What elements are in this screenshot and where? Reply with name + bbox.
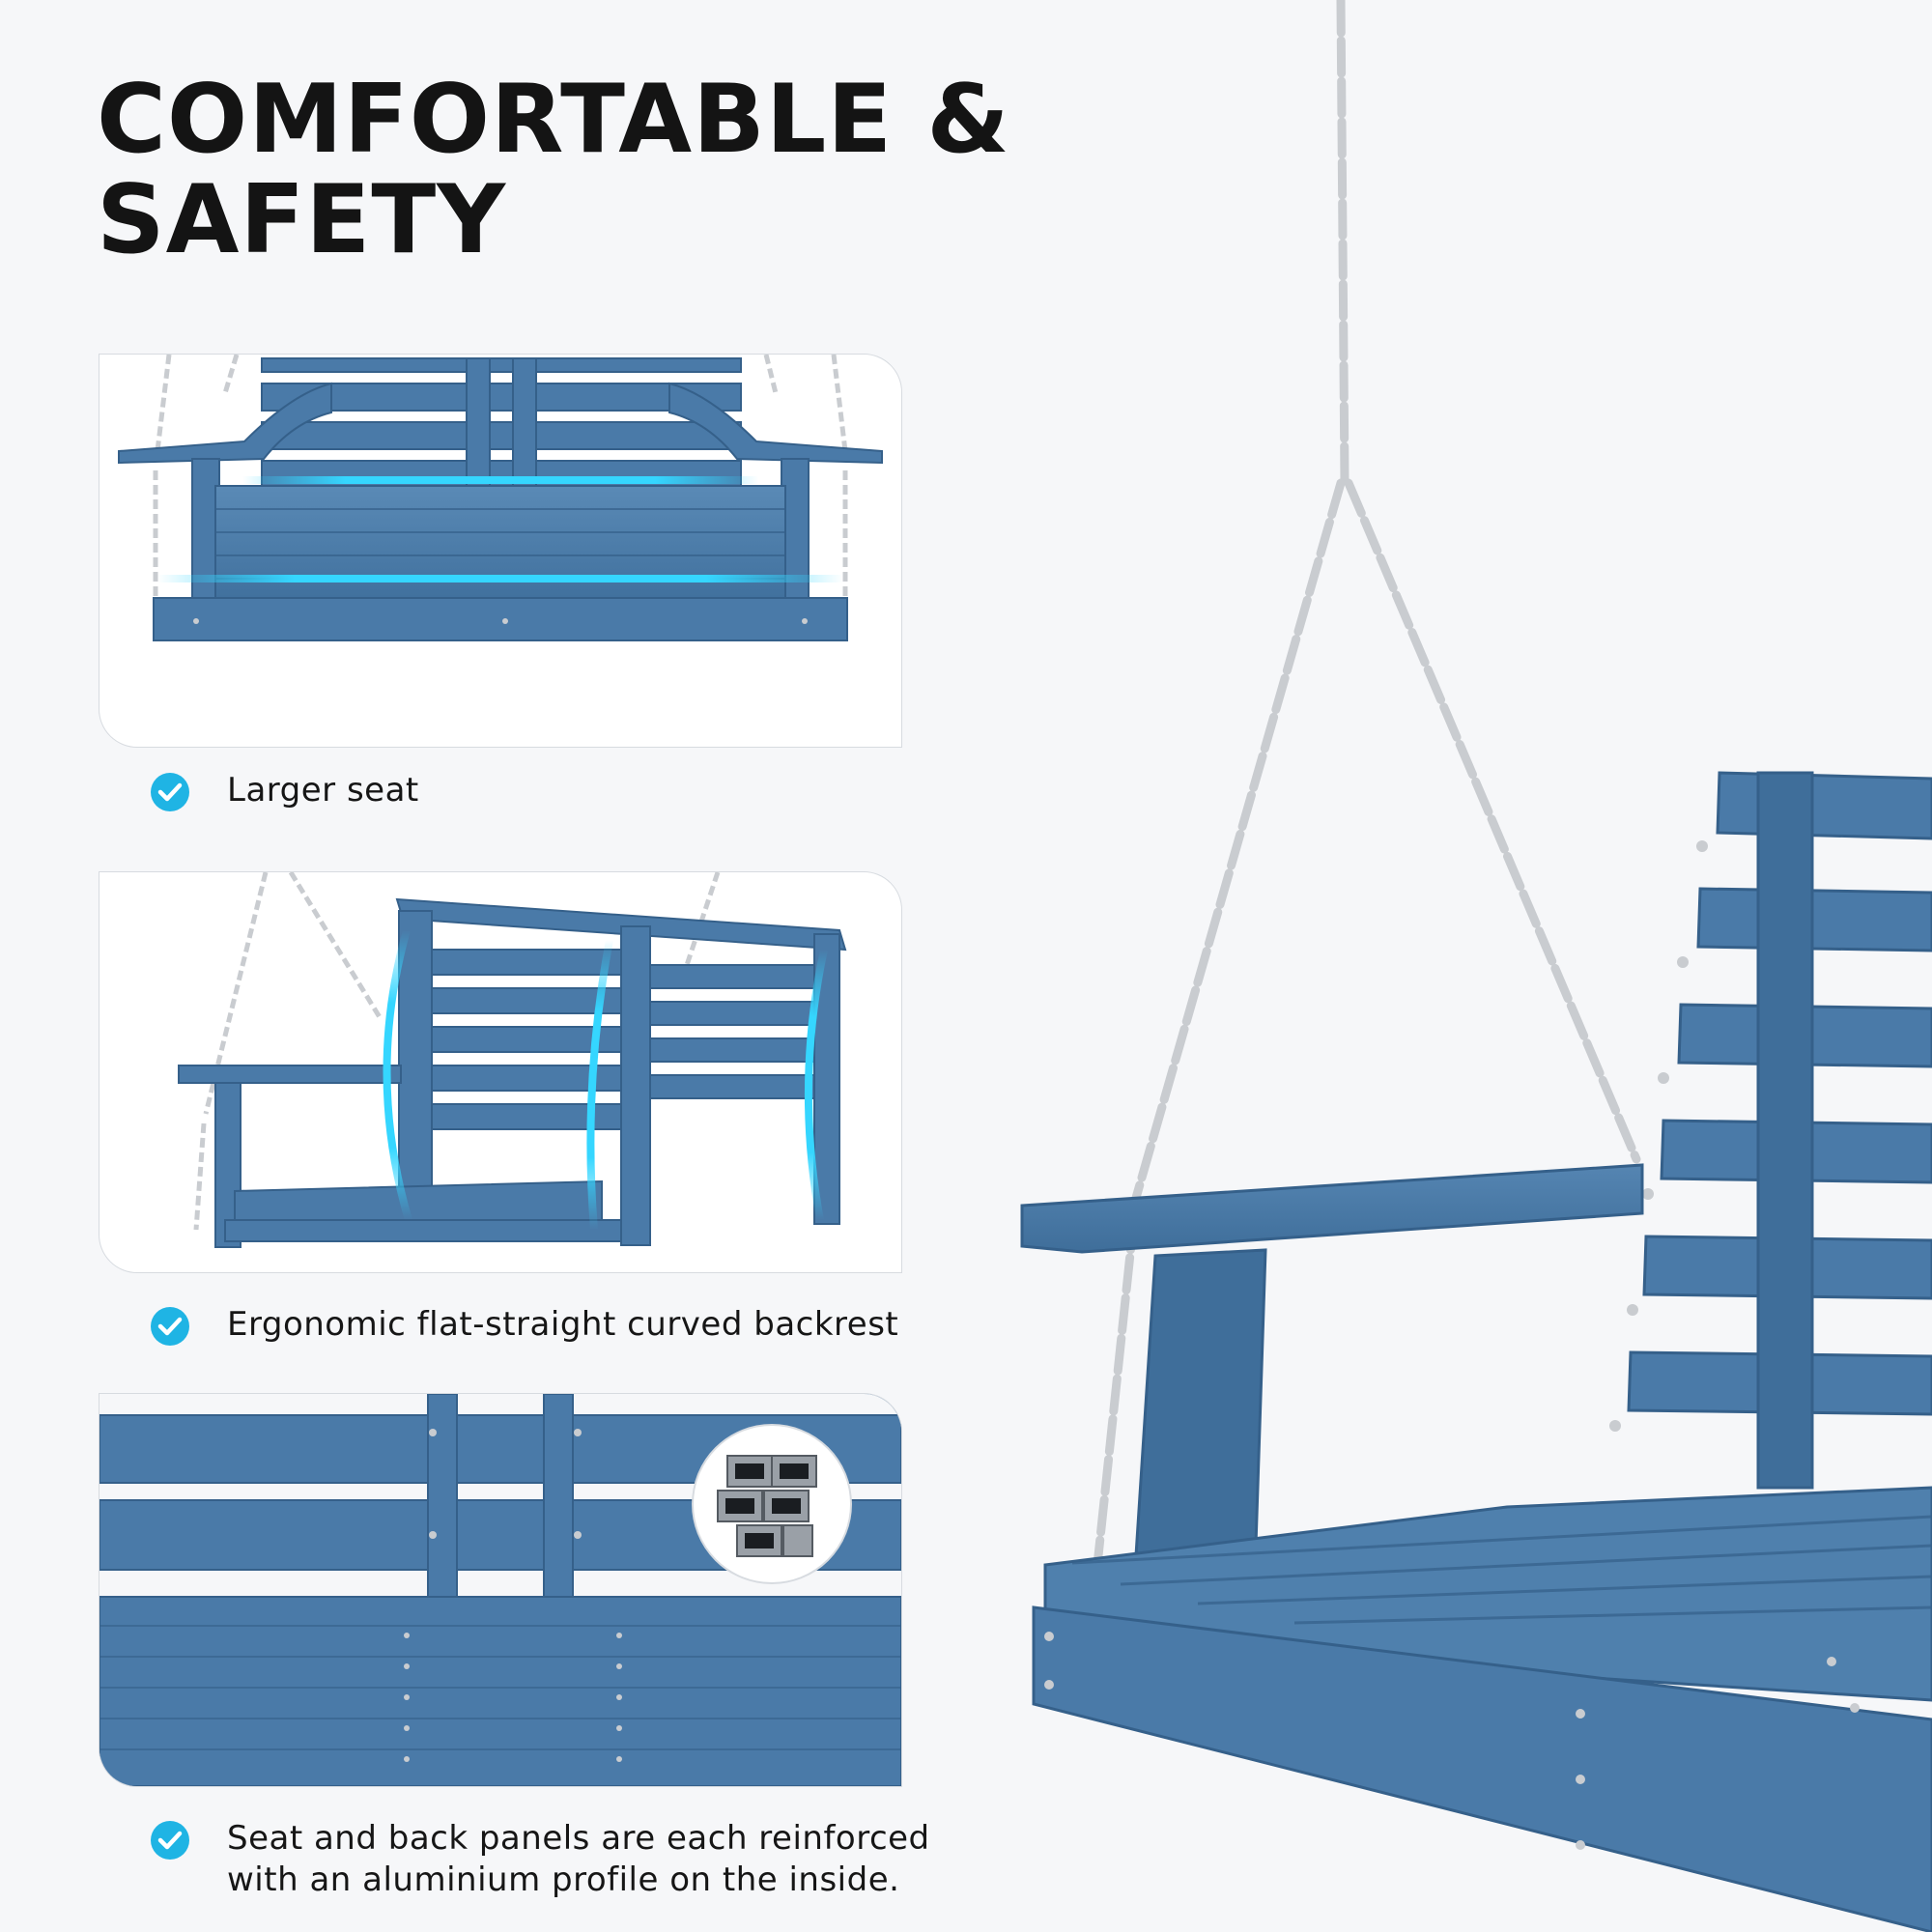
- headline-line-1: COMFORTABLE &: [97, 65, 1010, 175]
- feature-ergonomic-backrest: Ergonomic flat-straight curved backrest: [150, 1304, 898, 1347]
- feature-ergonomic-backrest-text: Ergonomic flat-straight curved backrest: [227, 1304, 898, 1346]
- porch-swing-hero-illustration: [1020, 0, 1932, 1932]
- check-circle-icon: [151, 1307, 189, 1346]
- reinforced-panels-image-panel: [99, 1393, 902, 1787]
- chain: [1093, 0, 1641, 1570]
- feature-larger-seat: Larger seat: [150, 770, 419, 812]
- headline-line-2: SAFETY: [97, 165, 507, 275]
- ergonomic-backrest-image-panel: [99, 871, 902, 1273]
- feature-reinforced-panels: Seat and back panels are each reinforced…: [150, 1818, 930, 1901]
- larger-seat-image-panel: [99, 354, 902, 748]
- feature-reinforced-panels-text: Seat and back panels are each reinforced…: [227, 1818, 930, 1901]
- headline: COMFORTABLE & SAFETY: [97, 70, 1010, 270]
- feature-larger-seat-line-1: Larger seat: [227, 771, 419, 810]
- ergonomic-backrest-swing-illustration: [178, 872, 847, 1248]
- feature-reinforced-panels-line-1: Seat and back panels are each reinforced: [227, 1819, 930, 1858]
- feature-reinforced-panels-line-2: with an aluminium profile on the inside.: [227, 1861, 900, 1899]
- feature-larger-seat-text: Larger seat: [227, 770, 419, 811]
- aluminium-profile-icon: [692, 1424, 852, 1584]
- check-circle-icon: [151, 773, 189, 811]
- reinforced-panels-closeup-illustration: [99, 1394, 901, 1786]
- feature-ergonomic-backrest-line-1: Ergonomic flat-straight curved backrest: [227, 1305, 899, 1344]
- check-circle-icon: [151, 1821, 189, 1860]
- larger-seat-swing-illustration: [118, 355, 883, 641]
